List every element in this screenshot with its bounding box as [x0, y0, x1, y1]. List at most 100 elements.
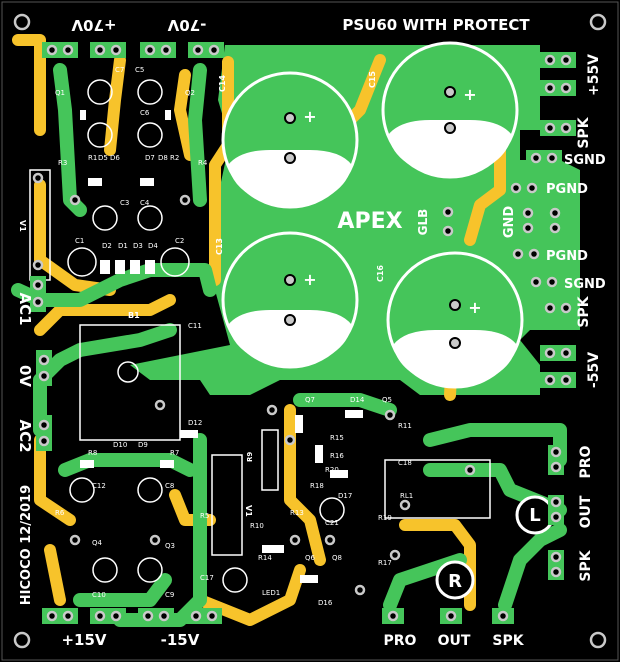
out-label-right: OUT — [578, 495, 594, 528]
spk-label-top: SPK — [576, 116, 592, 148]
minus-15v-label: -15V — [161, 631, 200, 649]
refdes-q4: Q4 — [92, 539, 103, 547]
refdes-r4: R4 — [198, 159, 208, 167]
relay-rl1 — [384, 459, 491, 519]
sgnd-label-bottom: SGND — [564, 277, 606, 292]
small-capacitors — [67, 79, 345, 593]
v1-label-left: V1 — [18, 220, 27, 232]
refdes-d16: D16 — [318, 599, 333, 607]
refdes-c21: C21 — [325, 519, 339, 527]
refdes-c2: C2 — [175, 237, 184, 245]
c15-plus-mark: + — [463, 85, 476, 104]
refdes-c11: C11 — [188, 322, 202, 330]
c16-label: C16 — [376, 265, 385, 282]
refdes-q5: Q5 — [382, 396, 392, 404]
refdes-d1: D1 — [118, 242, 128, 250]
bridge-rectifier-b1 — [79, 324, 181, 441]
refdes-c12: C12 — [92, 482, 106, 490]
refdes-d8: D8 — [158, 154, 168, 162]
refdes-c8: C8 — [165, 482, 174, 490]
refdes-c3: C3 — [120, 199, 129, 207]
hicoco-date-label: HICOCO 12/2019 — [19, 485, 34, 605]
refdes-q7: Q7 — [305, 396, 315, 404]
refdes-r1: R1 — [88, 154, 97, 162]
pro-label-right: PRO — [578, 445, 594, 478]
gnd-label: GND — [502, 206, 517, 239]
glb-label: GLB — [416, 209, 430, 236]
refdes-c18: C18 — [398, 459, 412, 467]
refdes-r6: R6 — [55, 509, 65, 517]
refdes-d4: D4 — [148, 242, 158, 250]
refdes-r14: R14 — [258, 554, 272, 562]
plus-55v-label: +55V — [586, 54, 602, 96]
pro-label-bottom: PRO — [384, 633, 417, 649]
refdes-led1: LED1 — [262, 589, 280, 597]
c13-plus-mark: + — [303, 270, 316, 289]
spk-label-right: SPK — [578, 549, 594, 581]
refdes-r18: R18 — [310, 482, 324, 490]
refdes-r20: R20 — [325, 466, 339, 474]
refdes-r5: R5 — [200, 512, 209, 520]
ov-label: 0V — [16, 365, 34, 387]
refdes-r19: R19 — [378, 514, 392, 522]
l-label: L — [529, 505, 540, 526]
refdes-r8: R8 — [88, 449, 97, 457]
refdes-c10: C10 — [92, 591, 106, 599]
v1-label-center: V1 — [244, 505, 253, 517]
refdes-rl1: RL1 — [400, 492, 413, 500]
ac2-label: AC2 — [16, 419, 34, 452]
capacitor-c15 — [381, 41, 519, 179]
r-channel-marker — [435, 560, 475, 600]
out-label-bottom: OUT — [438, 633, 471, 649]
refdes-c17: C17 — [200, 574, 214, 582]
apex-label: APEX — [337, 209, 402, 234]
refdes-q8: Q8 — [332, 554, 342, 562]
b1-label: B1 — [128, 311, 140, 320]
spk-label-mid: SPK — [576, 295, 592, 327]
refdes-r16: R16 — [330, 452, 344, 460]
c14-plus-mark: + — [303, 107, 316, 126]
spk-label-bottom: SPK — [492, 633, 524, 649]
refdes-r11: R11 — [398, 422, 412, 430]
c14-label: C14 — [218, 75, 227, 92]
refdes-d17: D17 — [338, 492, 352, 500]
refdes-c5: C5 — [135, 66, 144, 74]
refdes-q6: Q6 — [305, 554, 316, 562]
refdes-r15: R15 — [330, 434, 344, 442]
drill-holes — [13, 13, 607, 649]
ac1-label: AC1 — [16, 292, 34, 325]
minus-70v-label: -70V — [167, 16, 206, 34]
capacitor-c13 — [221, 231, 359, 369]
regulator-v1b-outline — [211, 454, 243, 556]
refdes-c6: C6 — [140, 109, 150, 117]
c13-label: C13 — [215, 238, 224, 255]
refdes-c1: C1 — [75, 237, 84, 245]
c15-label: C15 — [368, 71, 377, 88]
refdes-d3: D3 — [133, 242, 143, 250]
refdes-d10: D10 — [113, 441, 127, 449]
refdes-d6: D6 — [110, 154, 120, 162]
refdes-r3: R3 — [58, 159, 67, 167]
refdes-r10: R10 — [250, 522, 264, 530]
pgnd-label-bottom: PGND — [546, 249, 588, 264]
refdes-d2: D2 — [102, 242, 112, 250]
refdes-c9: C9 — [165, 591, 174, 599]
sgnd-label-top: SGND — [564, 153, 606, 168]
refdes-r7: R7 — [170, 449, 179, 457]
refdes-d14: D14 — [350, 396, 365, 404]
refdes-d7: D7 — [145, 154, 155, 162]
refdes-c7: C7 — [115, 66, 124, 74]
r9-label: R9 — [246, 452, 254, 462]
plus-70v-label: +70V — [71, 16, 116, 34]
refdes-r13: R13 — [290, 509, 304, 517]
refdes-d5: D5 — [98, 154, 108, 162]
capacitor-c16 — [386, 251, 524, 389]
plus-15v-label: +15V — [61, 631, 106, 649]
board-title: PSU60 WITH PROTECT — [342, 16, 530, 34]
refdes-c4: C4 — [140, 199, 150, 207]
c16-plus-mark: + — [468, 298, 481, 317]
refdes-q3: Q3 — [165, 542, 175, 550]
